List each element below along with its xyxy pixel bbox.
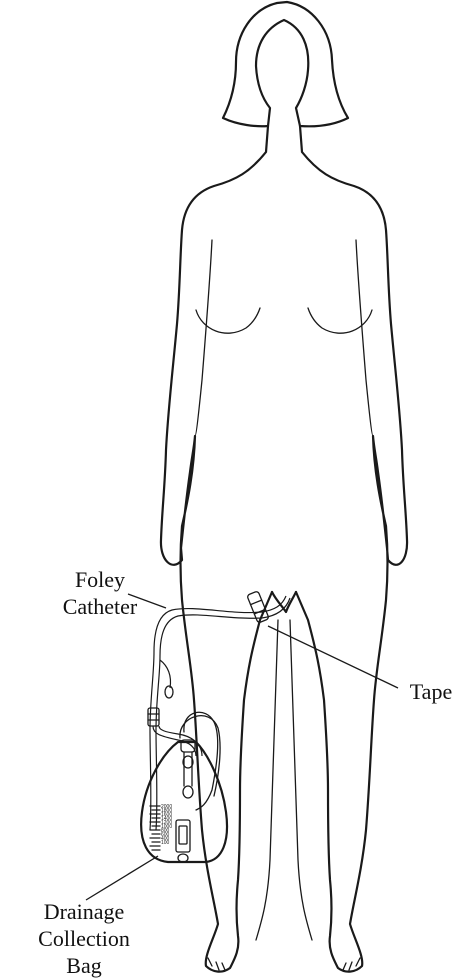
right-leg-inner [290,620,312,940]
catheter-balloon-port [160,660,171,688]
foley-catheter-label: Foley Catheter [38,566,162,620]
hair-outline [223,2,348,126]
tape-label-text: Tape [400,678,462,705]
drainage-bag-label-line1: Drainage [14,898,154,925]
drainage-bag-label: Drainage Collection Bag [14,898,154,979]
bag-leader-line [86,856,158,900]
left-leg-inner [256,620,278,940]
foley-catheter-label-line1: Foley [38,566,162,593]
right-arm-inner [356,240,373,436]
catheter-tube-outer [150,596,286,830]
bag-check-valve [183,786,193,798]
body-outline-left [161,126,272,972]
drainage-bag-label-line3: Bag [14,952,154,979]
bag-scale-100: 100 [161,840,170,846]
catheter-balloon-cap [165,686,173,698]
bag-outlet-housing [176,820,190,852]
bag-outlet-clamp [179,826,187,844]
foley-catheter-label-line2: Catheter [38,593,162,620]
bag-drain-spout [178,854,188,862]
drainage-bag-label-line2: Collection [14,925,154,952]
bag-scale: 2000 1800 1600 1400 1200 1000 800 600 40… [150,804,172,850]
bag-hanger-strap [184,712,218,810]
crotch-outline [272,592,296,612]
tape-label: Tape [400,678,462,705]
body-outline-right [296,126,407,972]
left-arm-inner [195,240,212,436]
